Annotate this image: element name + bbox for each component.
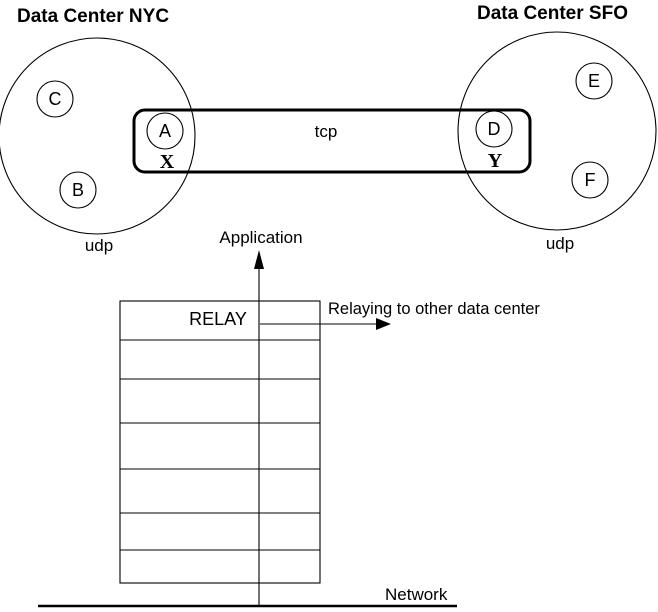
application-label: Application xyxy=(219,228,302,247)
relay-arrowhead-icon xyxy=(376,318,391,330)
sfo-udp-label: udp xyxy=(546,234,574,253)
tcp-label: tcp xyxy=(315,122,338,141)
nyc-datacenter-circle xyxy=(0,37,196,235)
node-d-label: D xyxy=(488,119,501,139)
socket-x-label: X xyxy=(160,151,175,173)
socket-y-label: Y xyxy=(488,150,503,172)
relay-annotation: Relaying to other data center xyxy=(328,300,540,318)
node-c-label: C xyxy=(49,89,62,109)
node-a-label: A xyxy=(159,121,171,141)
sfo-title: Data Center SFO xyxy=(477,3,628,24)
node-e-label: E xyxy=(588,71,600,91)
sfo-datacenter-circle xyxy=(457,31,657,231)
node-e-circle xyxy=(575,62,613,100)
node-a-circle xyxy=(146,112,184,150)
relay-label: RELAY xyxy=(189,309,247,329)
nyc-udp-label: udp xyxy=(85,236,113,255)
node-f-circle xyxy=(571,161,609,199)
node-b-label: B xyxy=(72,180,84,200)
nyc-title: Data Center NYC xyxy=(17,6,169,27)
tcp-pipe xyxy=(132,108,532,174)
node-c-circle xyxy=(36,80,74,118)
protocol-stack-table xyxy=(119,300,321,584)
node-d-circle xyxy=(475,110,513,148)
application-arrowhead-icon xyxy=(254,250,264,269)
node-b-circle xyxy=(59,171,97,209)
network-label: Network xyxy=(385,585,448,604)
node-f-label: F xyxy=(585,170,596,190)
